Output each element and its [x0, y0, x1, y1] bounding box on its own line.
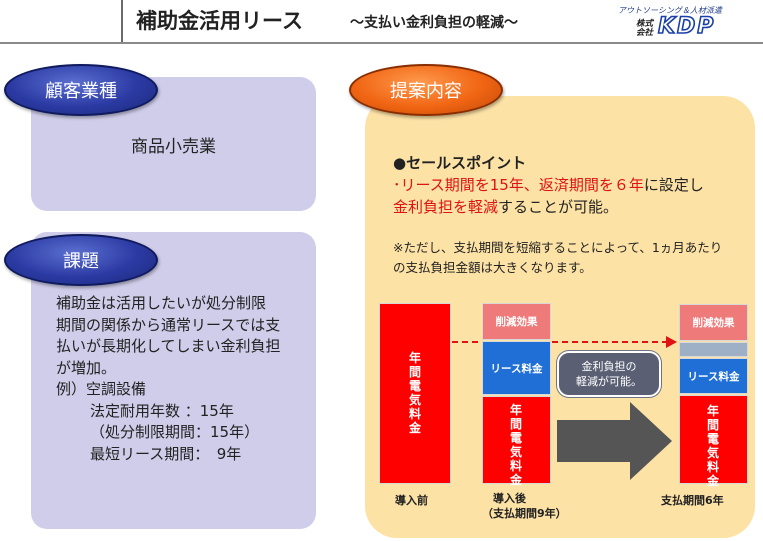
- bar-6yr-lease-label: リース料金: [687, 370, 740, 383]
- header-divider-horizontal: [0, 42, 763, 44]
- bar-6yr-lease: リース料金: [679, 358, 748, 394]
- customer-industry-value: 商品小売業: [131, 137, 216, 157]
- issue-example-title: 例）空調設備: [56, 380, 147, 398]
- note-line-1: ※ただし、支払期間を短縮することによって、1ヵ月あたり: [393, 240, 723, 255]
- issue-example-line: 法定耐用年数 ：15年: [90, 401, 234, 420]
- bar-after-reduction: 削減効果: [482, 303, 551, 340]
- bar-6yr-interest-saving: [679, 342, 748, 357]
- issue-body: 補助金は活用したいが処分制限 期間の関係から通常リースでは支 払いが長期化してし…: [56, 293, 311, 465]
- bar-after-lease-label: リース料金: [490, 362, 543, 375]
- proposal-label: 提案内容: [390, 81, 462, 102]
- selling-point-emphasis: リース期間を15年、返済期間を６年: [400, 176, 644, 194]
- large-right-arrow-icon: [557, 402, 672, 480]
- issue-line: 補助金は活用したいが処分制限: [56, 294, 267, 312]
- caption-before: 導入前: [395, 494, 428, 507]
- selling-point-line-2: 金利負担を軽減することが可能。: [393, 196, 618, 217]
- note-line-2: の支払負担金額は大きくなります。: [393, 260, 592, 275]
- issue-label: 課題: [63, 251, 99, 272]
- bar-before-electric: [379, 303, 451, 484]
- interest-reduction-callout: 金利負担の 軽減が可能。: [557, 351, 661, 397]
- header-divider-vertical: [121, 0, 123, 42]
- brand-logo: KDP: [657, 13, 716, 40]
- callout-line: 軽減が可能。: [576, 375, 642, 388]
- bar-6yr-electric: [679, 395, 748, 484]
- issue-line: 払いが長期化してしまい金利負担: [56, 337, 281, 355]
- selling-point-line-1: ･リース期間を15年、返済期間を６年に設定し: [393, 174, 704, 195]
- selling-point-text: に設定し: [643, 176, 704, 194]
- customer-industry-heading: 顧客業種: [4, 64, 158, 116]
- bar-6yr-reduction: 削減効果: [679, 304, 748, 341]
- selling-point-text: することが可能。: [498, 198, 619, 216]
- page-subtitle: ～支払い金利負担の軽減～: [350, 15, 518, 31]
- bar-after-electric: [482, 396, 551, 484]
- bar-after-lease: リース料金: [482, 341, 551, 395]
- bar-6yr-reduction-label: 削減効果: [692, 317, 735, 329]
- bar-after-reduction-label: 削減効果: [495, 316, 538, 328]
- selling-point-bullet: ･: [393, 176, 401, 194]
- caption-6yr: 支払期間6年: [661, 494, 724, 507]
- issue-line: が増加。: [56, 358, 117, 377]
- bar-after-electric-label: 年間電気料金: [509, 403, 522, 487]
- logo-tagline: アウトソーシング＆人材派遣: [618, 6, 722, 15]
- bar-before-electric-label: 年間電気料金: [408, 351, 421, 435]
- proposal-heading: 提案内容: [349, 64, 503, 116]
- issue-line: 期間の関係から通常リースでは支: [56, 315, 281, 334]
- issue-example-line: 最短リース期間： 9年: [90, 444, 242, 463]
- callout-line: 金利負担の: [581, 360, 637, 373]
- selling-point-emphasis: 金利負担を軽減: [393, 198, 499, 216]
- bar-6yr-electric-label: 年間電気料金: [706, 404, 719, 488]
- caption-after: 導入後: [493, 492, 526, 505]
- caption-after-period: （支払期間9年）: [482, 507, 567, 520]
- issue-heading: 課題: [4, 234, 158, 286]
- logo-company-type: 株式会社: [636, 19, 654, 38]
- customer-industry-label: 顧客業種: [45, 81, 117, 102]
- page-title: 補助金活用リース: [136, 9, 303, 33]
- dashed-arrowhead-icon: [666, 336, 677, 348]
- selling-point-title: ●セールスポイント: [393, 154, 527, 172]
- issue-example-line: （処分制限期間：15年）: [90, 423, 260, 441]
